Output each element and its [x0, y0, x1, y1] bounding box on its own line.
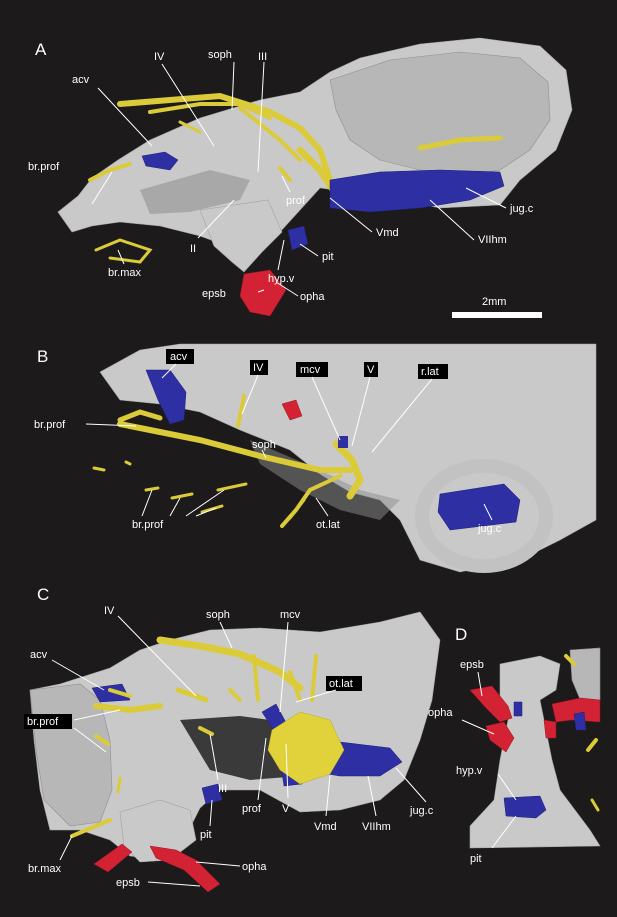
panel-b-box-iv [250, 360, 268, 375]
panel-d-pit-vein [503, 795, 547, 819]
panel-b-label-r-lat: r.lat [421, 366, 439, 378]
panel-d-letter: D [455, 625, 467, 644]
panel-a-label-soph: soph [208, 49, 232, 61]
panel-c-label-br-prof: br.prof [27, 716, 59, 728]
panel-c-leaders [51, 615, 427, 887]
panel-c-artery-right [149, 845, 221, 893]
panel-c-label-acv: acv [30, 649, 48, 661]
panel-d-leaders [461, 671, 517, 849]
panel-a-label-br-prof: br.prof [28, 161, 60, 173]
panel-b-label-soph: soph [252, 439, 276, 451]
panel-b-letter: B [37, 347, 48, 366]
panel-a-acv-vein [141, 151, 179, 171]
panel-d-artery-left-upper [469, 685, 513, 723]
panel-a-label-hyp-v: hyp.v [268, 273, 295, 285]
panel-c-label-prof: prof [242, 803, 262, 815]
panel-b-label-acv: acv [170, 351, 188, 363]
panel-b-jugular-vein [437, 483, 521, 531]
panel-b-label-br-prof-1: br.prof [34, 419, 66, 431]
panel-c-artery-left [93, 843, 133, 873]
panel-c-label-iv: IV [104, 605, 115, 617]
panel-b-leaders [85, 363, 493, 521]
panel-a-label-epsb: epsb [202, 288, 226, 300]
panel-a-rear-case [329, 51, 551, 177]
panel-b-label-v: V [367, 364, 375, 376]
panel-c-label-ot-lat: ot.lat [329, 678, 353, 690]
panel-b-label-ot-lat: ot.lat [316, 519, 340, 531]
panel-c-pit-vein [201, 783, 223, 805]
panel-b-mcv-vessel [338, 436, 348, 448]
panel-d-nerves [564, 654, 600, 812]
panel-c-letter: C [37, 585, 49, 604]
panel-a-label-vmd: Vmd [376, 227, 399, 239]
panel-d-artery-mid [543, 719, 557, 739]
panel-a-label-br-max: br.max [108, 267, 142, 279]
panel-a-label-pit: pit [322, 251, 334, 263]
panel-a-label-jug-c: jug.c [509, 203, 534, 215]
panel-c-label-soph: soph [206, 609, 230, 621]
panel-c-label-br-max: br.max [28, 863, 62, 875]
panel-c-label-iii: III [218, 783, 227, 795]
panel-c-box-br-prof [24, 714, 72, 729]
panel-c-nerves [70, 636, 318, 838]
panel-a-label-opha: opha [300, 291, 325, 303]
panel-a-label-viihm: VIIhm [478, 234, 507, 246]
panel-c-label-epsb: epsb [116, 877, 140, 889]
panel-c-label-opha: opha [242, 861, 267, 873]
panel-a-leaders [91, 61, 507, 297]
panel-b-box-mcv [296, 362, 328, 377]
panel-d-vein-right [573, 711, 587, 731]
panel-d-vein-left [513, 701, 523, 717]
panel-b-label-jug-c: jug.c [477, 523, 502, 535]
panel-a-jugular-vein [329, 169, 505, 213]
panel-a-hyp-vein [287, 225, 309, 251]
panel-c-label-v: V [282, 803, 290, 815]
panel-b-box-r-lat [418, 364, 448, 379]
panel-b-label-iv: IV [253, 362, 264, 374]
panel-b-box-acv [166, 349, 194, 364]
panel-d-label-hyp-v: hyp.v [456, 765, 483, 777]
panel-d-artery-left-lower [485, 721, 515, 753]
panel-b-label-mcv: mcv [300, 364, 321, 376]
panel-a-scale-label: 2mm [482, 296, 506, 308]
panel-a-label-iii: III [258, 51, 267, 63]
panel-d-label-pit: pit [470, 853, 482, 865]
panel-c-label-viihm: VIIhm [362, 821, 391, 833]
panel-a-orbit-shade [140, 170, 250, 214]
panel-a-label-acv: acv [72, 74, 90, 86]
panel-c-box-ot-lat [326, 676, 362, 691]
panel-b-label-br-prof-2: br.prof [132, 519, 164, 531]
panel-a: A acv IV soph III br.prof prof II br.max [28, 37, 573, 318]
panel-c-label-pit: pit [200, 829, 212, 841]
panel-a-scale-bar [452, 312, 542, 318]
panel-c-label-jug-c: jug.c [409, 805, 434, 817]
panel-a-label-ii: II [190, 243, 196, 255]
panel-a-letter: A [35, 40, 47, 59]
panel-c-label-vmd: Vmd [314, 821, 337, 833]
panel-c-label-mcv: mcv [280, 609, 301, 621]
panel-d-bone-right [569, 647, 601, 705]
panel-a-label-iv: IV [154, 51, 165, 63]
panel-b-box-v [364, 362, 378, 377]
panel-d: D epsb opha hyp.v pit [428, 625, 601, 865]
panel-b-otic-ring [415, 459, 553, 573]
panel-a-artery [239, 269, 287, 317]
panel-b-nerves [92, 394, 364, 528]
panel-a-lower-bone [199, 199, 283, 273]
panel-c: C ot.lat br.prof soph mcv IV a [24, 585, 441, 893]
panel-d-label-epsb: epsb [460, 659, 484, 671]
panel-b-artery [281, 399, 303, 421]
panel-d-label-opha: opha [428, 707, 453, 719]
panel-a-label-prof: prof [286, 195, 306, 207]
panel-b: B acv IV mcv V r.lat br.prof soph b [34, 343, 597, 573]
